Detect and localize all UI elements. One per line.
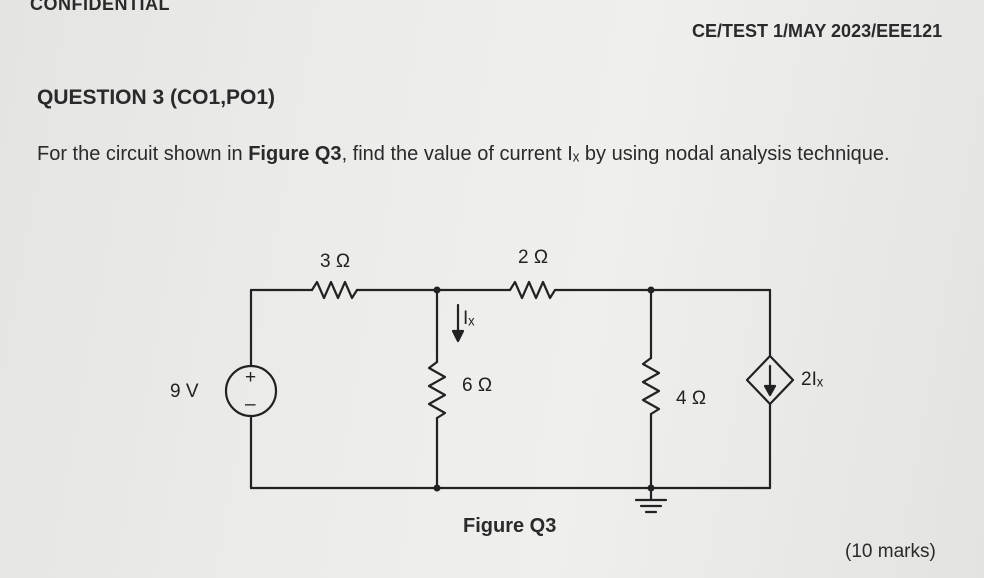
marks-label: (10 marks) xyxy=(845,541,936,562)
exam-code: CE/TEST 1/MAY 2023/EEE121 xyxy=(692,21,943,41)
question-title: QUESTION 3 (CO1,PO1) xyxy=(37,86,276,109)
resistor-4-ohm xyxy=(641,356,661,416)
figure-caption: Figure Q3 xyxy=(463,515,557,537)
label-4-ohm: 4 Ω xyxy=(676,388,706,409)
question-text-after: , find the value of current Iₓ by using … xyxy=(341,143,890,165)
node-ground xyxy=(647,484,655,492)
resistor-6-ohm xyxy=(427,360,447,420)
label-2ix: 2Iₓ xyxy=(801,369,824,390)
minus-sign: – xyxy=(245,394,256,415)
resistor-2-ohm xyxy=(508,280,557,300)
label-6-ohm: 6 Ω xyxy=(462,375,492,396)
ground-symbol xyxy=(634,498,668,514)
question-text-before: For the circuit shown in xyxy=(37,143,249,165)
label-2-ohm: 2 Ω xyxy=(518,247,548,268)
label-9v: 9 V xyxy=(170,381,199,402)
figure-reference: Figure Q3 xyxy=(248,143,342,165)
plus-sign: + xyxy=(245,367,256,388)
question-text: For the circuit shown in Figure Q3, find… xyxy=(37,142,961,166)
node-c xyxy=(433,484,441,492)
label-3-ohm: 3 Ω xyxy=(320,251,350,272)
node-a xyxy=(433,286,441,294)
resistor-3-ohm xyxy=(310,280,359,300)
node-b xyxy=(647,286,655,294)
label-ix: Iₓ xyxy=(463,308,475,329)
confidential-label: CONFIDENTIAL xyxy=(30,0,170,14)
